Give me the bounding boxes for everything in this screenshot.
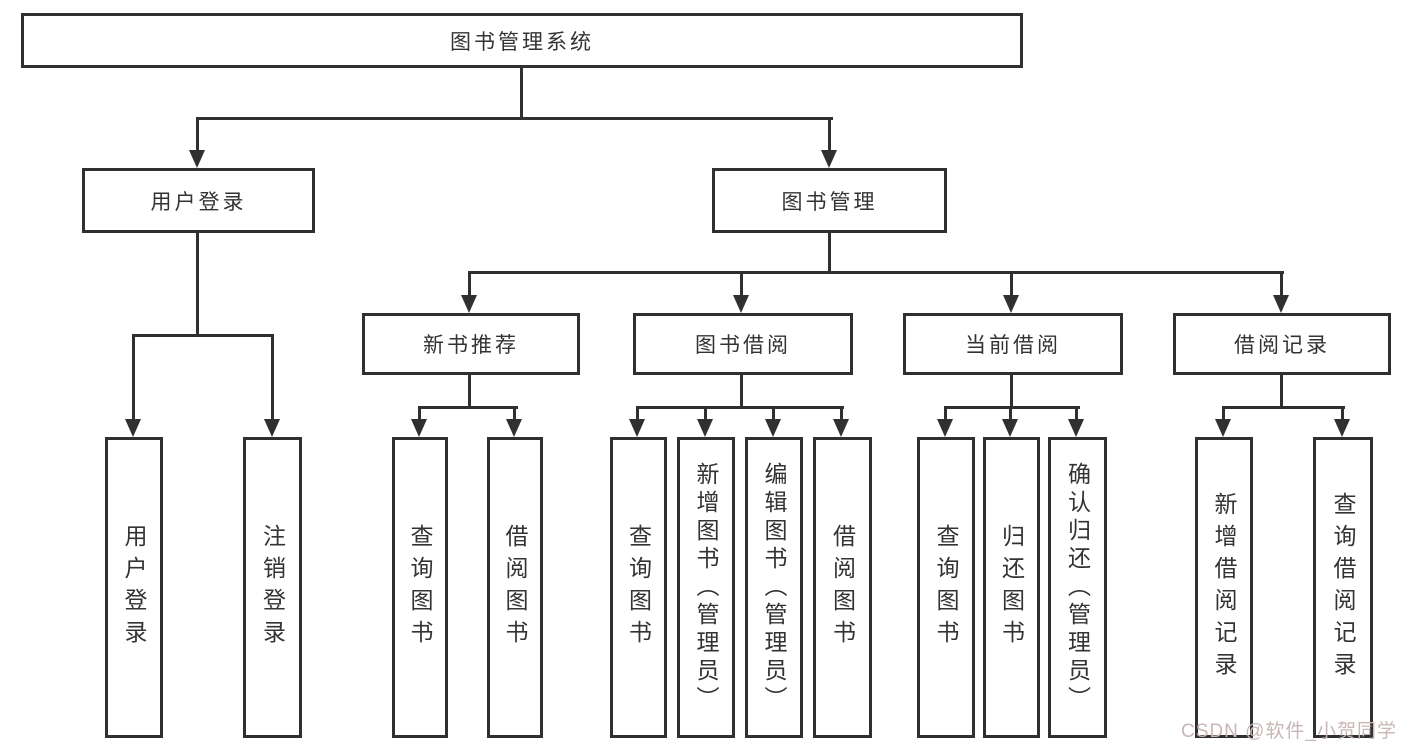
node-label: 新书推荐 xyxy=(423,334,519,357)
node-label: 借阅记录 xyxy=(1234,334,1330,357)
connector-book-mgmt-split xyxy=(468,271,1284,274)
leaf-label: 确认归还（管理员） xyxy=(1064,461,1091,714)
leaf-logout: 注销登录 xyxy=(243,437,302,738)
connector-arrow-stem xyxy=(196,117,199,153)
leaf-label: 查询图书 xyxy=(407,523,433,652)
connector-arrow-stem xyxy=(704,406,707,422)
connector-current-stem xyxy=(1010,375,1013,409)
node-label: 图书管理 xyxy=(781,190,878,214)
node-label: 图书借阅 xyxy=(695,334,791,357)
node-borrow-records: 借阅记录 xyxy=(1173,313,1391,375)
csdn-watermark: CSDN @软件_小贺同学 xyxy=(1181,721,1397,742)
leaf-current-query-books: 查询图书 xyxy=(917,437,975,738)
arrowhead-down-icon xyxy=(506,419,522,437)
node-label: 图书管理系统 xyxy=(450,30,594,54)
node-current-borrow: 当前借阅 xyxy=(903,313,1123,375)
leaf-records-query-borrow-record: 查询借阅记录 xyxy=(1313,437,1373,738)
connector-arrow-stem xyxy=(132,334,135,422)
connector-user-login-stem xyxy=(196,233,199,337)
connector-recommend-split xyxy=(418,406,518,409)
arrowhead-down-icon xyxy=(189,150,205,168)
connector-current-split xyxy=(944,406,1080,409)
arrowhead-down-icon xyxy=(264,419,280,437)
leaf-borrow-query-books: 查询图书 xyxy=(610,437,667,738)
arrowhead-down-icon xyxy=(937,419,953,437)
connector-arrow-stem xyxy=(1280,271,1283,298)
arrowhead-down-icon xyxy=(697,419,713,437)
arrowhead-down-icon xyxy=(765,419,781,437)
connector-arrow-stem xyxy=(636,406,639,422)
connector-arrow-stem xyxy=(1010,271,1013,298)
connector-arrow-stem xyxy=(513,406,516,422)
connector-root-split xyxy=(196,117,833,120)
node-book-management: 图书管理 xyxy=(712,168,947,233)
arrowhead-down-icon xyxy=(833,419,849,437)
leaf-label: 新增图书（管理员） xyxy=(693,461,719,714)
arrowhead-down-icon xyxy=(411,419,427,437)
arrowhead-down-icon xyxy=(1273,295,1289,313)
leaf-borrow-edit-books-admin: 编辑图书（管理员） xyxy=(745,437,803,738)
leaf-borrow-add-books-admin: 新增图书（管理员） xyxy=(677,437,735,738)
connector-recommend-stem xyxy=(468,375,471,409)
connector-records-split xyxy=(1222,406,1345,409)
leaf-label: 注销登录 xyxy=(259,523,286,652)
connector-arrow-stem xyxy=(740,271,743,298)
leaf-records-add-borrow-record: 新增借阅记录 xyxy=(1195,437,1253,738)
node-new-book-recommend: 新书推荐 xyxy=(362,313,580,375)
arrowhead-down-icon xyxy=(1003,295,1019,313)
leaf-user-login: 用户登录 xyxy=(105,437,163,738)
arrowhead-down-icon xyxy=(1334,419,1350,437)
connector-arrow-stem xyxy=(840,406,843,422)
leaf-label: 编辑图书（管理员） xyxy=(761,461,787,714)
arrowhead-down-icon xyxy=(733,295,749,313)
arrowhead-down-icon xyxy=(1068,419,1084,437)
leaf-label: 查询图书 xyxy=(933,523,959,652)
leaf-label: 借阅图书 xyxy=(829,523,856,652)
leaf-borrow-borrow-books: 借阅图书 xyxy=(813,437,872,738)
node-book-borrow: 图书借阅 xyxy=(633,313,853,375)
connector-arrow-stem xyxy=(1222,406,1225,422)
node-user-login: 用户登录 xyxy=(82,168,315,233)
connector-records-stem xyxy=(1280,375,1283,409)
connector-arrow-stem xyxy=(1075,406,1078,422)
connector-arrow-stem xyxy=(271,334,274,422)
arrowhead-down-icon xyxy=(1215,419,1231,437)
leaf-label: 用户登录 xyxy=(121,523,147,652)
arrowhead-down-icon xyxy=(461,295,477,313)
node-label: 用户登录 xyxy=(150,190,247,214)
arrowhead-down-icon xyxy=(125,419,141,437)
leaf-current-confirm-return-admin: 确认归还（管理员） xyxy=(1048,437,1107,738)
connector-arrow-stem xyxy=(468,271,471,298)
connector-arrow-stem xyxy=(1009,406,1012,422)
connector-arrow-stem xyxy=(772,406,775,422)
arrowhead-down-icon xyxy=(629,419,645,437)
connector-borrow-split xyxy=(636,406,844,409)
leaf-recommend-query-books: 查询图书 xyxy=(392,437,448,738)
arrowhead-down-icon xyxy=(821,150,837,168)
connector-arrow-stem xyxy=(944,406,947,422)
node-label: 当前借阅 xyxy=(965,334,1061,357)
connector-arrow-stem xyxy=(828,117,831,153)
connector-root-stem xyxy=(520,68,523,120)
leaf-label: 新增借阅记录 xyxy=(1211,491,1237,684)
leaf-label: 归还图书 xyxy=(998,523,1025,652)
leaf-recommend-borrow-books: 借阅图书 xyxy=(487,437,543,738)
connector-arrow-stem xyxy=(418,406,421,422)
connector-arrow-stem xyxy=(1341,406,1344,422)
connector-borrow-stem xyxy=(740,375,743,409)
leaf-label: 借阅图书 xyxy=(502,523,528,652)
leaf-label: 查询图书 xyxy=(625,523,652,652)
connector-book-mgmt-stem xyxy=(828,233,831,274)
node-root-library-system: 图书管理系统 xyxy=(21,13,1023,68)
leaf-label: 查询借阅记录 xyxy=(1330,491,1356,684)
connector-user-login-split xyxy=(132,334,274,337)
leaf-current-return-books: 归还图书 xyxy=(983,437,1040,738)
arrowhead-down-icon xyxy=(1002,419,1018,437)
